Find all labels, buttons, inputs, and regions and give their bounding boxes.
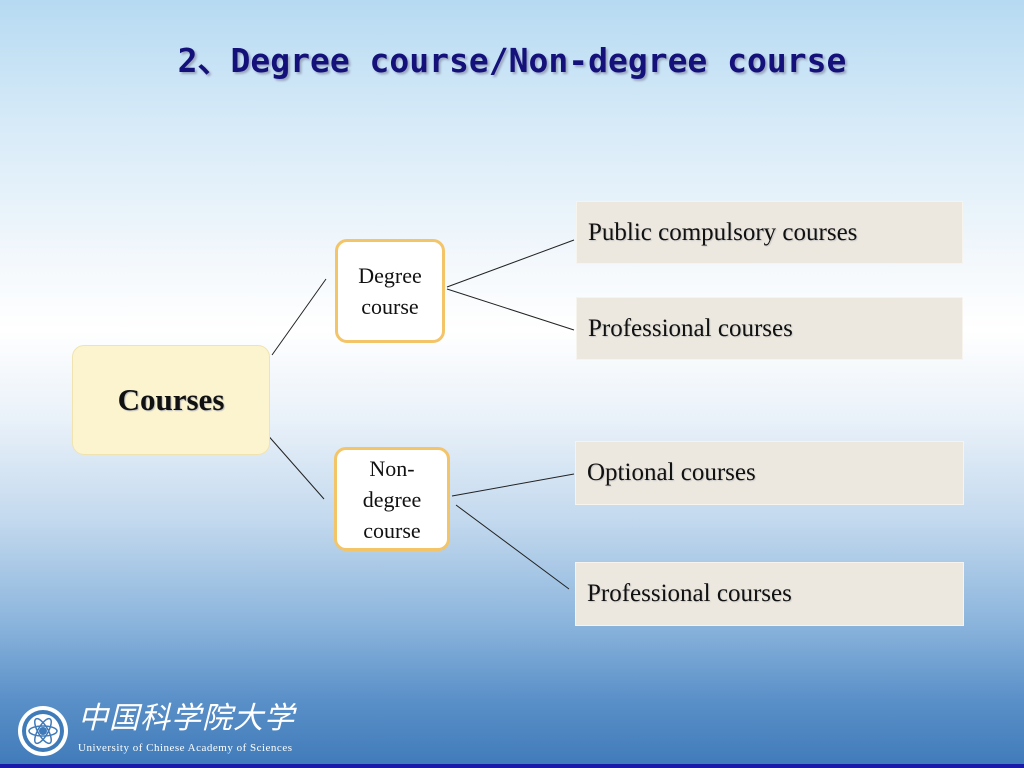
university-name-chinese: 中国科学院大学	[78, 701, 295, 736]
connector-root-to-degree	[271, 278, 327, 356]
connector-degree-to-professional	[446, 288, 575, 331]
bottom-accent-bar	[0, 764, 1024, 768]
node-degree-course-label: Degree course	[358, 263, 422, 319]
university-wordmark: 中国科学院大学 University of Chinese Academy of…	[78, 700, 298, 754]
connector-degree-to-public	[446, 239, 575, 288]
connector-nondegree-to-professional	[455, 504, 570, 590]
leaf-optional-courses: Optional courses	[575, 441, 964, 505]
root-node-label: Courses	[117, 382, 225, 417]
connector-nondegree-to-optional	[451, 473, 575, 497]
slide-title: 2、Degree course/Non-degree course	[177, 41, 847, 80]
connector-root-to-nondegree	[264, 431, 325, 500]
node-non-degree-course: Non- degree course	[334, 447, 450, 551]
university-name-english: University of Chinese Academy of Science…	[78, 742, 293, 754]
node-non-degree-course-label: Non- degree course	[362, 455, 422, 543]
university-emblem-icon	[18, 706, 68, 756]
leaf-public-compulsory-courses: Public compulsory courses	[576, 201, 963, 264]
node-degree-course: Degree course	[335, 239, 445, 343]
leaf-professional-courses-non-degree: Professional courses	[575, 562, 964, 626]
leaf-professional-courses-degree: Professional courses	[576, 297, 963, 360]
root-node-courses: Courses	[72, 345, 270, 455]
